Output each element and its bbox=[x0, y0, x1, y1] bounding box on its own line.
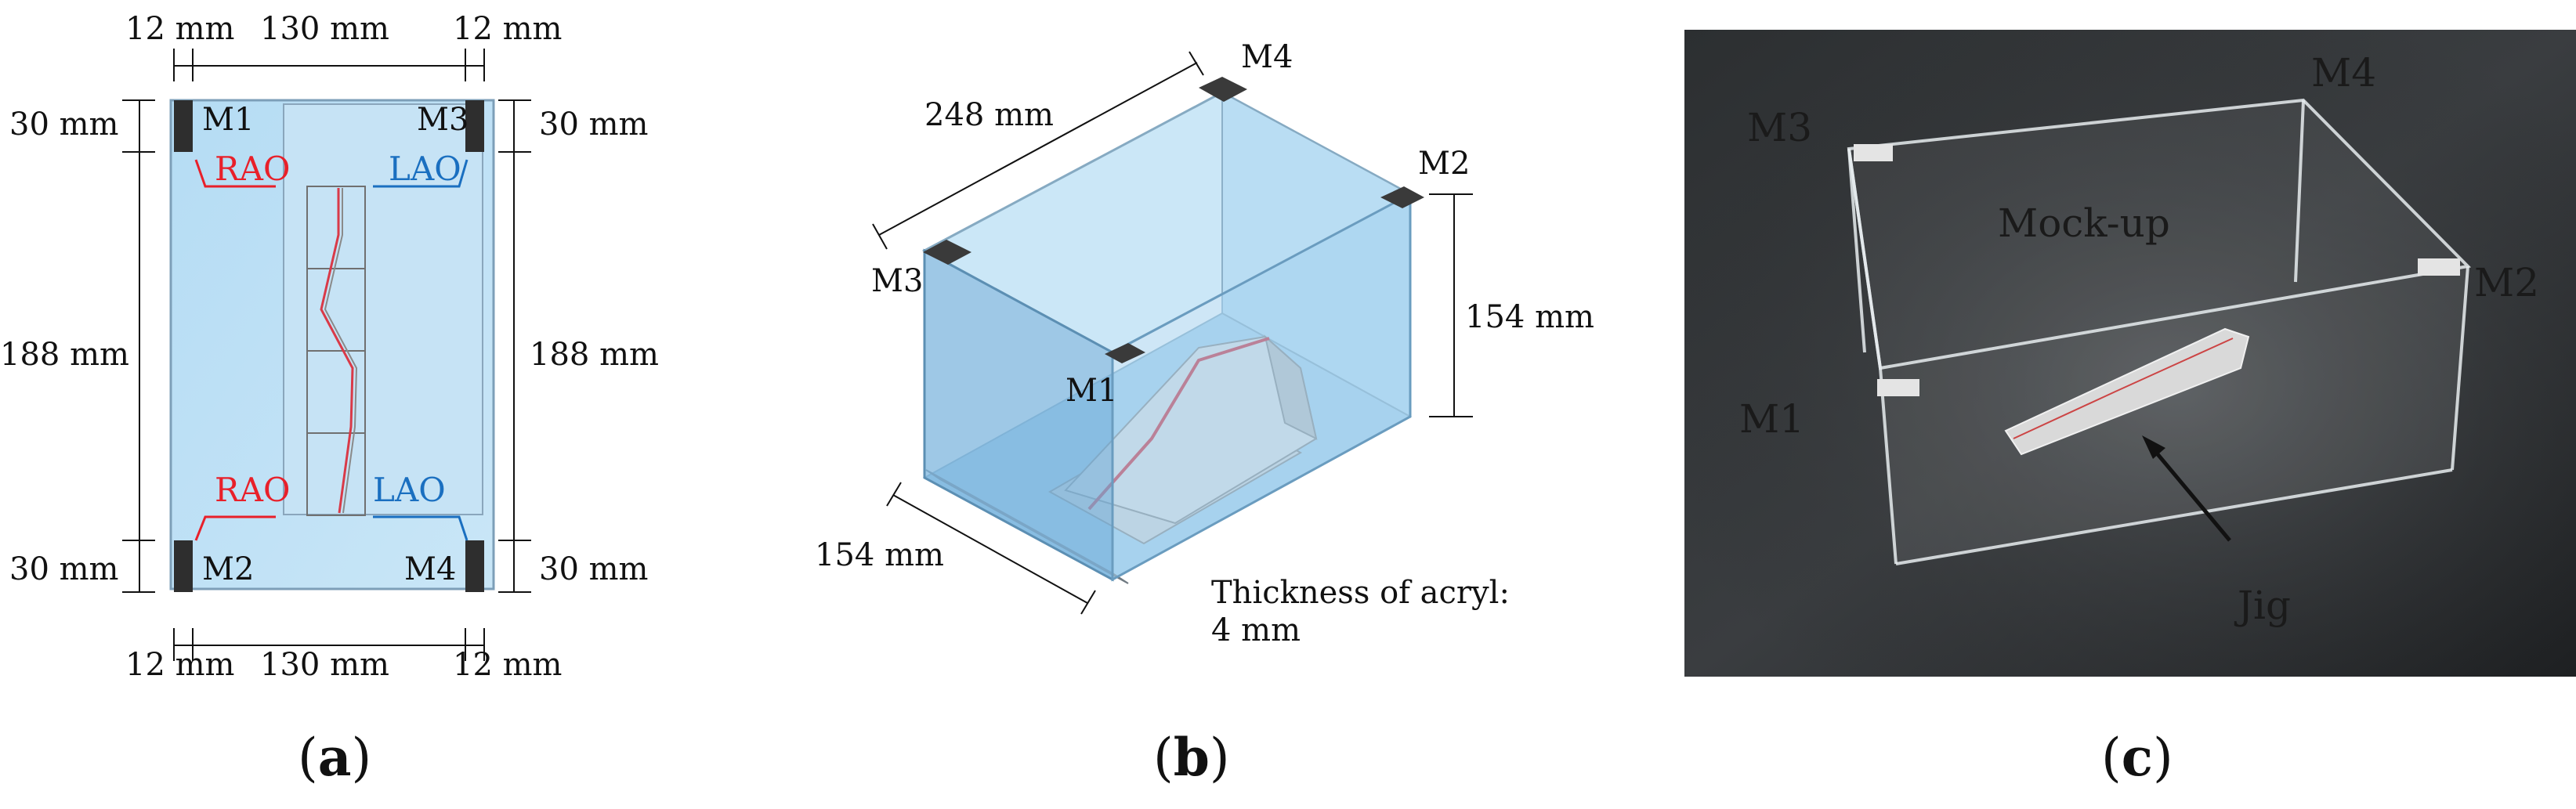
dim-length: 248 mm bbox=[924, 97, 1054, 133]
jig-arrow bbox=[2148, 443, 2231, 542]
rao-bottom-label: RAO bbox=[215, 471, 290, 509]
photo-label-m4: M4 bbox=[2311, 50, 2376, 96]
label-m1-b: M1 bbox=[1065, 373, 1117, 409]
label-m2: M2 bbox=[202, 551, 254, 587]
lao-bottom-leader bbox=[373, 515, 469, 541]
thickness-line-2: 4 mm bbox=[1211, 612, 1301, 648]
panel-a-top-view: M1 M3 M2 M4 RAO RAO LAO LAO 12 mm 130 mm… bbox=[0, 11, 659, 683]
photo-label-m3: M3 bbox=[1747, 105, 1812, 150]
dim-248-line bbox=[872, 51, 1204, 250]
photo-label-jig: Jig bbox=[2234, 583, 2291, 628]
photo-jig bbox=[2004, 327, 2250, 456]
photo-box-outline bbox=[1847, 98, 2472, 565]
rao-top-label: RAO bbox=[215, 150, 290, 188]
dim-bottom-right: 12 mm bbox=[453, 647, 562, 683]
marker-m4 bbox=[465, 540, 484, 592]
dim-top-middle: 130 mm bbox=[260, 11, 389, 47]
rao-bottom-leader bbox=[194, 515, 276, 541]
label-m4-b: M4 bbox=[1241, 39, 1293, 75]
inner-frame bbox=[283, 103, 483, 515]
marker-m2-b bbox=[1380, 186, 1424, 208]
dim-height-line bbox=[1429, 193, 1473, 417]
lao-top-leader bbox=[373, 159, 469, 188]
panel-b-isometric-view: M4 M2 M3 M1 248 mm 154 mm 154 mm Thickne… bbox=[815, 39, 1594, 648]
dim-left-top: 30 mm bbox=[9, 107, 118, 143]
caption-c: (c) bbox=[2101, 727, 2173, 788]
dim-bottom-left: 12 mm bbox=[125, 647, 234, 683]
photo-label-m1: M1 bbox=[1739, 396, 1804, 442]
label-m4: M4 bbox=[404, 551, 456, 587]
dim-height: 154 mm bbox=[1465, 299, 1594, 335]
label-m2-b: M2 bbox=[1418, 146, 1470, 182]
dim-top-right: 12 mm bbox=[453, 11, 562, 47]
dim-bottom-middle: 130 mm bbox=[260, 647, 389, 683]
dim-right-top: 30 mm bbox=[539, 107, 648, 143]
thickness-line-1: Thickness of acryl: bbox=[1211, 575, 1510, 611]
lao-top-label: LAO bbox=[389, 150, 461, 188]
dim-right-bottom: 30 mm bbox=[539, 551, 648, 587]
caption-b: (b) bbox=[1153, 727, 1230, 788]
marker-m3 bbox=[465, 100, 484, 152]
vessel-path bbox=[320, 188, 354, 514]
photo-label-mockup: Mock-up bbox=[1998, 200, 2170, 246]
panel-c-photo: M3 M4 M2 M1 Mock-up Jig bbox=[1684, 30, 2576, 677]
dim-left-bottom: 30 mm bbox=[9, 551, 118, 587]
marker-m3-b bbox=[923, 240, 971, 265]
dim-depth: 154 mm bbox=[815, 537, 944, 573]
rao-top-leader bbox=[194, 159, 276, 188]
lao-bottom-label: LAO bbox=[373, 471, 446, 509]
dim-top-left: 12 mm bbox=[125, 11, 234, 47]
marker-m4-b bbox=[1199, 77, 1247, 102]
side-dim-lines bbox=[122, 99, 531, 593]
marker-m1 bbox=[174, 100, 193, 152]
label-m3-b: M3 bbox=[871, 263, 923, 299]
marker-m1-b bbox=[1105, 343, 1145, 363]
box-front-face bbox=[1111, 192, 1412, 582]
label-m3: M3 bbox=[417, 102, 469, 138]
caption-a: (a) bbox=[298, 727, 371, 788]
marker-m2 bbox=[174, 540, 193, 592]
dim-left-middle: 188 mm bbox=[0, 337, 129, 373]
dim-right-middle: 188 mm bbox=[530, 337, 659, 373]
top-dim-lines bbox=[173, 49, 485, 661]
label-m1: M1 bbox=[202, 102, 254, 138]
photo-label-m2: M2 bbox=[2474, 260, 2539, 305]
dim-depth-line bbox=[886, 482, 1096, 615]
